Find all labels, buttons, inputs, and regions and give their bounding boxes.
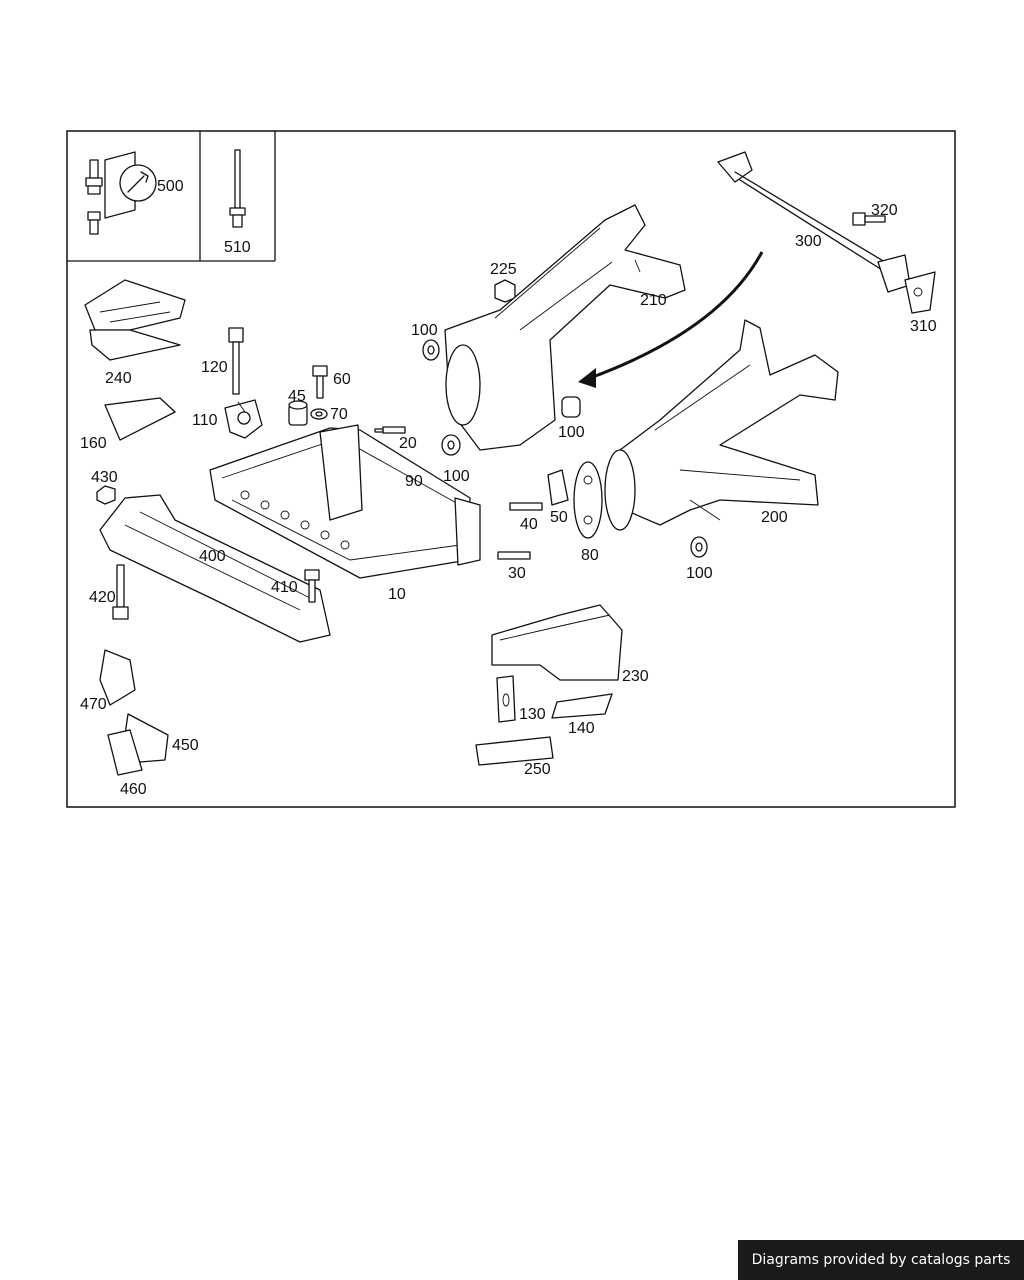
label-470: 470 [80, 696, 107, 713]
label-400: 400 [199, 548, 226, 565]
part-100-bushing-d [690, 536, 708, 558]
part-60-bolt [312, 365, 328, 399]
label-100-b: 100 [443, 468, 470, 485]
label-210: 210 [640, 292, 667, 309]
label-140: 140 [568, 720, 595, 737]
part-500-bolt-set [85, 151, 157, 235]
label-80: 80 [581, 547, 599, 564]
label-100-c: 100 [558, 424, 585, 441]
label-120: 120 [201, 359, 228, 376]
part-310-plate [904, 271, 936, 314]
label-225: 225 [490, 261, 517, 278]
label-10: 10 [388, 586, 406, 603]
part-160-plate [104, 397, 176, 441]
label-410: 410 [271, 579, 298, 596]
part-100-bushing-a [422, 339, 440, 361]
label-60: 60 [333, 371, 351, 388]
label-30: 30 [508, 565, 526, 582]
part-320-bolt [852, 212, 886, 226]
label-500: 500 [157, 178, 184, 195]
label-310: 310 [910, 318, 937, 335]
part-420-bolt [112, 564, 129, 620]
part-300-rod [717, 151, 911, 293]
part-10-subframe [209, 424, 481, 579]
part-460-plate [107, 729, 143, 776]
part-140-strip [551, 693, 613, 719]
label-130: 130 [519, 706, 546, 723]
label-450: 450 [172, 737, 199, 754]
part-130-pad [496, 675, 516, 723]
label-110: 110 [192, 412, 218, 429]
label-420: 420 [89, 589, 116, 606]
part-430-nut [96, 485, 116, 505]
part-100-bushing-b [441, 434, 461, 456]
label-160: 160 [80, 435, 107, 452]
label-510: 510 [224, 239, 251, 256]
part-100-bushing-c [561, 396, 581, 418]
part-240-bracket [84, 279, 186, 361]
part-510-long-bolt [229, 149, 246, 228]
part-labels: 500 510 240 160 120 110 45 60 70 20 90 2… [80, 178, 937, 798]
part-45-bushing [288, 400, 308, 426]
label-460: 460 [120, 781, 147, 798]
part-80-plate [573, 461, 603, 539]
part-200-right-arm [604, 319, 839, 531]
label-300: 300 [795, 233, 822, 250]
part-225-nut [494, 279, 516, 303]
label-250: 250 [524, 761, 551, 778]
label-20: 20 [399, 435, 417, 452]
label-100-a: 100 [411, 322, 438, 339]
legend-boxes [67, 131, 276, 262]
part-20-studs [374, 426, 406, 434]
part-50-bushing [547, 469, 569, 506]
label-430: 430 [91, 469, 118, 486]
label-70: 70 [330, 406, 348, 423]
direction-arrow [578, 251, 764, 388]
part-70-washer [310, 408, 328, 420]
diagram-frame [66, 130, 956, 808]
label-200: 200 [761, 509, 788, 526]
label-230: 230 [622, 668, 649, 685]
label-90: 90 [405, 473, 423, 490]
label-40: 40 [520, 516, 538, 533]
part-470-plate [99, 649, 136, 706]
part-230-housing [491, 604, 623, 681]
part-410-bolt [304, 569, 320, 603]
footer-credit: Diagrams provided by catalogs parts [738, 1240, 1024, 1280]
label-320: 320 [871, 202, 898, 219]
part-30-studs [497, 551, 531, 560]
part-110-engine-mount [224, 399, 263, 439]
label-45: 45 [288, 388, 306, 405]
part-400-crossmember [99, 494, 331, 643]
leader-lines [237, 259, 721, 521]
part-250-mat [475, 736, 554, 766]
part-120-bolt [228, 327, 244, 395]
part-210-left-arm [444, 204, 686, 451]
label-100-d: 100 [686, 565, 713, 582]
label-240: 240 [105, 370, 132, 387]
part-40-studs [509, 502, 543, 511]
label-50: 50 [550, 509, 568, 526]
